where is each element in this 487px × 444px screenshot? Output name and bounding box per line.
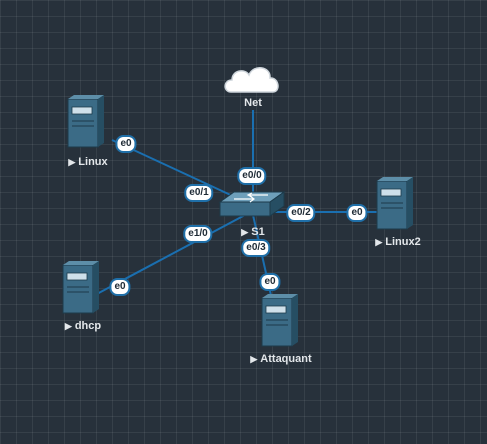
interface-label: e0 <box>109 278 131 296</box>
play-icon: ▶ <box>250 354 258 364</box>
server-icon[interactable] <box>261 294 298 347</box>
play-icon: ▶ <box>375 237 383 247</box>
interface-label: e0 <box>346 204 368 222</box>
server-icon[interactable] <box>376 177 413 230</box>
interface-label: e0 <box>115 135 137 153</box>
node-label-s1: ▶S1 <box>241 226 265 238</box>
interface-label: e0/0 <box>237 167 267 185</box>
server-icon[interactable] <box>67 95 104 148</box>
interface-label: e0/2 <box>286 204 316 222</box>
interface-label: e1/0 <box>183 225 213 243</box>
node-label-dhcp: ▶dhcp <box>64 320 102 332</box>
link-linux-s1[interactable] <box>111 139 251 205</box>
play-icon: ▶ <box>64 321 72 331</box>
node-label-linux2: ▶Linux2 <box>375 236 421 248</box>
interface-label: e0/1 <box>184 184 214 202</box>
node-label-linux: ▶Linux <box>68 156 108 168</box>
node-label-attaquant: ▶Attaquant <box>250 353 312 365</box>
node-label-net: Net <box>244 97 262 109</box>
play-icon: ▶ <box>68 157 76 167</box>
interface-label: e0/3 <box>241 239 271 257</box>
play-icon: ▶ <box>241 227 249 237</box>
interface-label: e0 <box>259 273 281 291</box>
server-icon[interactable] <box>62 261 99 314</box>
cloud-icon[interactable] <box>224 67 279 93</box>
switch-icon[interactable] <box>218 191 286 217</box>
